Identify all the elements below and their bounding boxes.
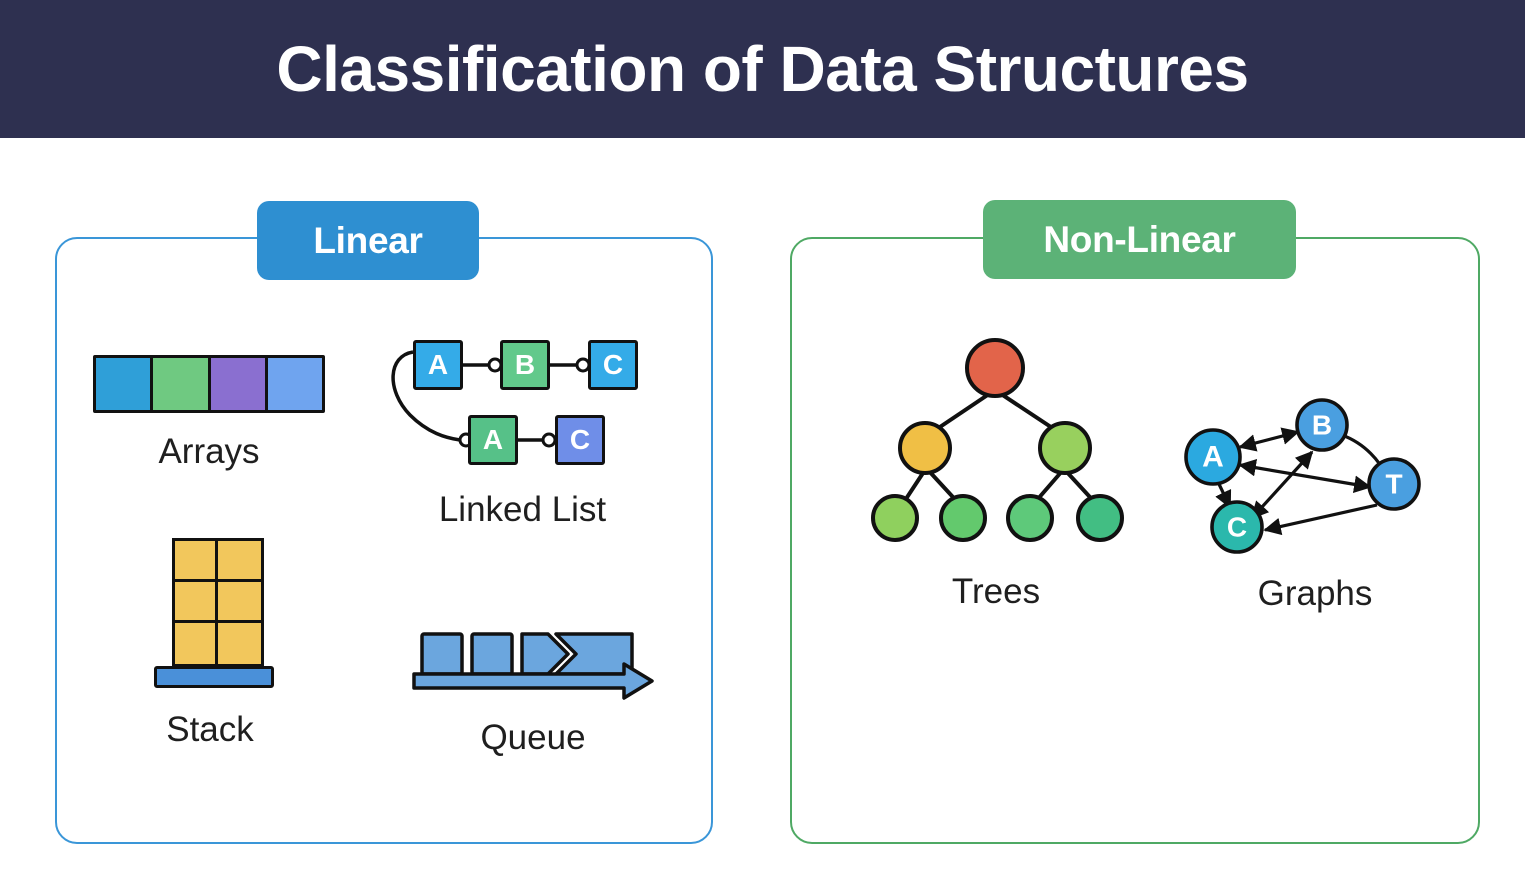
tree-node-leaf4 xyxy=(1076,494,1124,542)
page-header: Classification of Data Structures xyxy=(0,0,1525,138)
badge-linear-label: Linear xyxy=(313,219,423,261)
graphs-figure: A B T C xyxy=(1170,390,1440,570)
arrays-label: Arrays xyxy=(158,432,260,471)
graph-graphic: A B T C xyxy=(1184,398,1421,554)
tree-node-leaf1 xyxy=(871,494,919,542)
node-value: A xyxy=(482,424,504,455)
graph-node-c xyxy=(1210,500,1264,554)
stack-cell xyxy=(218,623,261,664)
array-cell-2 xyxy=(210,358,268,410)
stack-figure xyxy=(154,538,274,688)
stack-cell xyxy=(218,541,261,582)
node-value: B xyxy=(514,349,536,380)
tree-node-right xyxy=(1038,421,1092,475)
queue-label: Queue xyxy=(480,718,586,757)
stack-cell xyxy=(175,541,218,582)
tree-node-left xyxy=(898,421,952,475)
graph-node-t-label: T xyxy=(1385,469,1402,500)
linked-list-node-b1: B xyxy=(500,340,550,390)
array-cell-0 xyxy=(96,358,154,410)
linked-list-node-a1: A xyxy=(413,340,463,390)
array-row xyxy=(93,355,325,413)
stack-base xyxy=(154,666,274,688)
linked-list-node-c2: C xyxy=(555,415,605,465)
graph-node-c-label: C xyxy=(1227,512,1247,543)
linked-list-node-a2: A xyxy=(468,415,518,465)
badge-non-linear: Non-Linear xyxy=(983,200,1296,279)
graph-node-t xyxy=(1367,457,1421,511)
tree-node-leaf2 xyxy=(939,494,987,542)
badge-linear: Linear xyxy=(257,201,479,280)
trees-figure xyxy=(860,330,1140,550)
graphs-label: Graphs xyxy=(1257,574,1373,613)
linked-list-node-c1: C xyxy=(588,340,638,390)
graph-node-a-label: A xyxy=(1202,441,1224,474)
trees-label: Trees xyxy=(951,572,1041,611)
linked-list-figure: A B C A C xyxy=(380,330,660,480)
graph-node-a xyxy=(1184,428,1242,486)
arrays-figure xyxy=(93,355,325,413)
tree-graphic xyxy=(871,338,1124,542)
node-value: C xyxy=(569,424,591,455)
page-title: Classification of Data Structures xyxy=(276,33,1249,105)
graph-node-b xyxy=(1295,398,1349,452)
node-value: A xyxy=(427,349,449,380)
stack-label: Stack xyxy=(166,710,254,749)
linked-list-label: Linked List xyxy=(438,490,607,529)
queue-graphic xyxy=(412,632,654,700)
stack-cell xyxy=(218,582,261,623)
stack-cell xyxy=(175,623,218,664)
panel-non-linear xyxy=(790,237,1480,844)
array-cell-3 xyxy=(267,358,322,410)
stack-grid xyxy=(172,538,264,667)
tree-node-root xyxy=(965,338,1025,398)
panel-linear xyxy=(55,237,713,844)
stack-cell xyxy=(175,582,218,623)
node-value: C xyxy=(602,349,624,380)
badge-non-linear-label: Non-Linear xyxy=(1043,218,1236,260)
queue-figure xyxy=(410,628,660,700)
tree-node-leaf3 xyxy=(1006,494,1054,542)
graph-node-b-label: B xyxy=(1312,410,1332,441)
array-cell-1 xyxy=(153,358,211,410)
linked-list-connectors xyxy=(391,350,591,448)
